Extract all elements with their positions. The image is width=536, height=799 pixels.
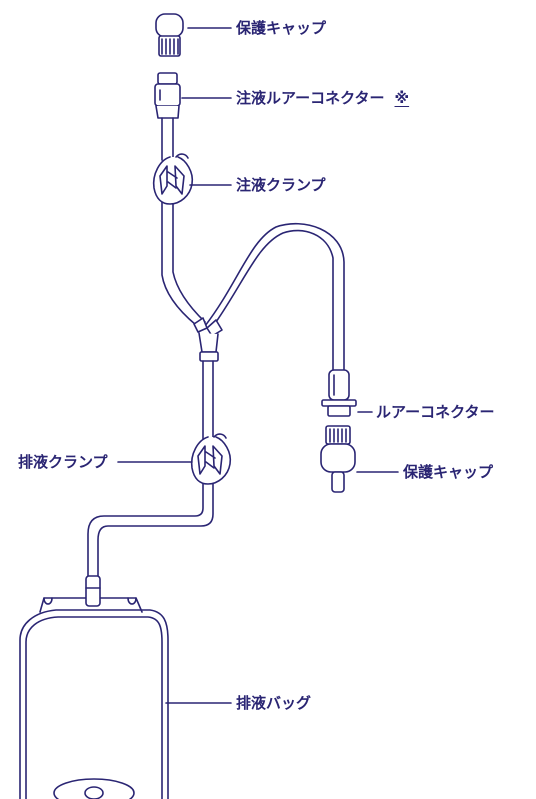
leader-lines [117,27,399,704]
label-side-protective-cap: 保護キャップ [403,463,494,481]
drain-clamp [190,433,232,485]
label-drain-bag: 排液バッグ [236,694,312,712]
label-top-protective-cap: 保護キャップ [236,19,327,37]
drain-tube-upper [202,360,214,441]
note-reference-mark: ※ [394,89,410,107]
inlet-tube [161,117,206,326]
drain-bag [19,575,169,799]
side-protective-cap [320,425,356,493]
inlet-clamp [152,153,194,205]
drain-tube-lower [87,483,214,577]
inlet-luer-connector [154,72,181,119]
label-inlet-clamp: 注液クランプ [236,176,326,194]
side-branch-tube [204,223,345,371]
side-luer-connector [321,369,357,417]
y-junction [193,317,223,362]
label-inlet-luer-connector: 注液ルアーコネクター ※ [236,89,409,107]
label-drain-clamp: 排液クランプ [18,453,108,471]
top-protective-cap [155,13,184,57]
label-inlet-luer-connector-text: 注液ルアーコネクター [236,89,385,107]
label-luer-connector: ルアーコネクター [376,403,495,421]
